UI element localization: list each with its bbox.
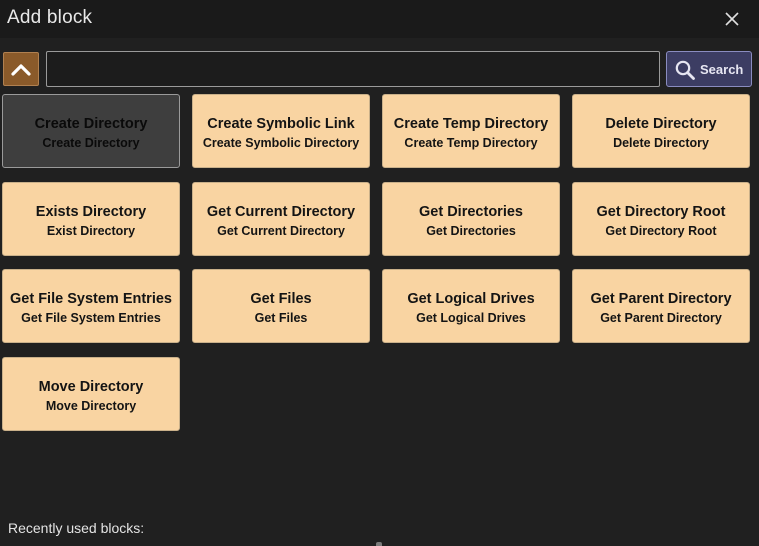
block-name: Get Directory Root bbox=[596, 204, 726, 220]
block-name: Get File System Entries bbox=[10, 291, 172, 307]
search-button[interactable]: Search bbox=[666, 51, 752, 87]
search-input[interactable] bbox=[46, 51, 660, 87]
block-description: Move Directory bbox=[45, 399, 137, 413]
collapse-up-button[interactable] bbox=[3, 52, 39, 86]
block-name: Get Logical Drives bbox=[407, 291, 535, 307]
block-description: Delete Directory bbox=[613, 136, 709, 150]
block-name: Get Current Directory bbox=[206, 204, 356, 220]
block-description: Get File System Entries bbox=[21, 311, 161, 325]
window-title: Add block bbox=[7, 7, 93, 28]
block-description: Create Symbolic Directory bbox=[202, 136, 360, 150]
close-icon bbox=[725, 12, 739, 26]
title-bar: Add block bbox=[0, 0, 759, 38]
resize-grip bbox=[376, 542, 382, 546]
block-name: Get Files bbox=[250, 291, 312, 307]
block-description: Create Directory bbox=[42, 136, 140, 150]
block-description: Get Directories bbox=[426, 224, 516, 238]
block-name: Create Temp Directory bbox=[393, 116, 549, 132]
search-button-label: Search bbox=[700, 62, 744, 77]
magnifier-icon bbox=[675, 60, 695, 80]
close-button[interactable] bbox=[721, 8, 743, 30]
block-name: Create Directory bbox=[34, 116, 148, 132]
block-description: Get Logical Drives bbox=[416, 311, 526, 325]
block-name: Get Parent Directory bbox=[590, 291, 732, 307]
block-name: Get Directories bbox=[419, 204, 523, 220]
block-description: Create Temp Directory bbox=[404, 136, 538, 150]
block-name: Move Directory bbox=[38, 379, 144, 395]
recently-used-label: Recently used blocks: bbox=[8, 520, 145, 536]
chevron-up-icon bbox=[11, 64, 31, 76]
block-description: Get Parent Directory bbox=[600, 311, 722, 325]
block-name: Exists Directory bbox=[35, 204, 147, 220]
block-name: Create Symbolic Link bbox=[207, 116, 355, 132]
block-description: Get Current Directory bbox=[217, 224, 345, 238]
block-name: Delete Directory bbox=[605, 116, 717, 132]
block-description: Exist Directory bbox=[46, 224, 136, 238]
block-description: Get Files bbox=[254, 311, 308, 325]
block-description: Get Directory Root bbox=[605, 224, 717, 238]
